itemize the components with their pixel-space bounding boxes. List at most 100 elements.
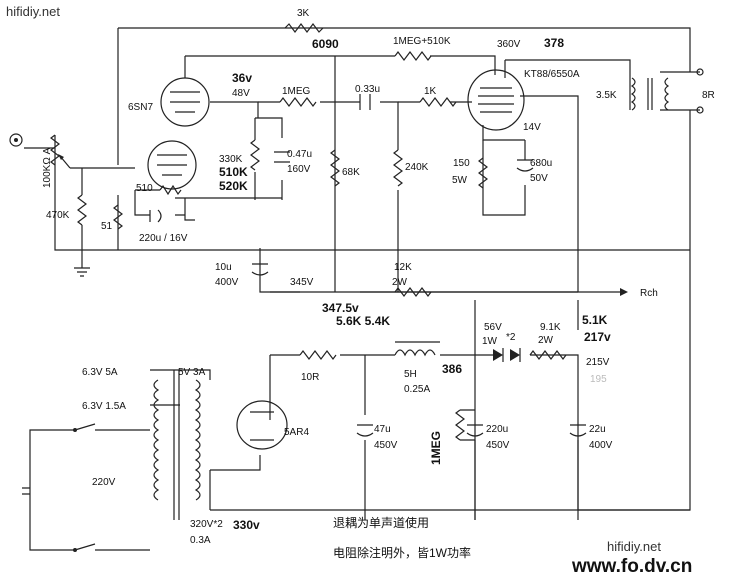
label-400v-a: 400V — [215, 277, 239, 288]
watermark-bottom-bold: www.fo.dv.cn — [571, 556, 692, 577]
resistor-1meg — [279, 97, 317, 107]
label-56v: 56V — [484, 322, 502, 333]
hand-330v: 330v — [233, 518, 260, 532]
label-12k: 12K — [394, 262, 412, 273]
resistor-150 — [478, 157, 488, 189]
tube-5ar4 — [236, 400, 288, 450]
label-470k: 470K — [46, 210, 70, 221]
resistor-330k — [250, 139, 260, 171]
capacitor-22u — [569, 424, 587, 437]
hand-195: 195 — [590, 374, 607, 385]
label-x2: *2 — [506, 332, 516, 343]
tube-kt88 — [467, 69, 525, 131]
tube-5ar4-label: 5AR4 — [284, 427, 309, 438]
label-5w: 5W — [452, 175, 468, 186]
capacitor-047u — [274, 151, 290, 163]
label-220u: 220u — [486, 424, 508, 435]
label-510: 510 — [136, 183, 153, 194]
output-transformer — [630, 68, 704, 114]
label-68k: 68K — [342, 167, 360, 178]
label-50v: 50V — [530, 173, 548, 184]
power-switch — [73, 423, 150, 552]
label-rch: Rch — [640, 288, 658, 299]
label-1meg-510k: 1MEG+510K — [393, 36, 451, 47]
resistor-51 — [113, 204, 123, 230]
label-14v: 14V — [523, 122, 541, 133]
label-9-1k: 9.1K — [540, 322, 561, 333]
capacitor-220u-16v — [149, 209, 162, 223]
hand-36v: 36v — [232, 71, 252, 85]
tube-6sn7-upper — [160, 77, 210, 127]
hand-386: 386 — [442, 362, 462, 376]
label-150: 150 — [453, 158, 470, 169]
resistor-3k — [284, 23, 324, 33]
label-330k: 330K — [219, 154, 243, 165]
capacitor-680u — [516, 159, 534, 172]
hand-6090: 6090 — [312, 37, 339, 51]
rch-arrow — [620, 288, 628, 296]
capacitor-47u — [356, 424, 374, 437]
label-680u: 680u — [530, 158, 552, 169]
watermark-bottom: hifidiy.net — [607, 539, 661, 554]
label-220u-16v: 220u / 16V — [139, 233, 188, 244]
label-5h: 5H — [404, 369, 417, 380]
label-1k: 1K — [424, 86, 437, 97]
label-345v: 345V — [290, 277, 314, 288]
label-6-3v-5a: 6.3V 5A — [82, 367, 118, 378]
hand-1meg: 1MEG — [429, 431, 443, 465]
label-51: 51 — [101, 221, 113, 232]
label-047u: 0.47u — [287, 149, 312, 160]
label-033u: 0.33u — [355, 84, 380, 95]
watermark-top: hifidiy.net — [6, 4, 60, 19]
label-22u: 22u — [589, 424, 606, 435]
tube-kt88-label: KT88/6550A — [524, 69, 580, 80]
resistor-1meg-510k — [394, 51, 432, 61]
label-400v-b: 400V — [589, 440, 613, 451]
label-47u: 47u — [374, 424, 391, 435]
label-215v: 215V — [586, 357, 610, 368]
label-0-25a: 0.25A — [404, 384, 430, 395]
label-2w-a: 2W — [392, 277, 408, 288]
label-240k: 240K — [405, 162, 429, 173]
note-line-2: 电阻除注明外，皆1W功率 — [333, 545, 471, 560]
hand-5-1k: 5.1K — [582, 313, 608, 327]
label-320v-x2: 320V*2 — [190, 519, 223, 530]
label-5v-3a: 5V 3A — [178, 367, 206, 378]
label-450v-b: 450V — [486, 440, 510, 451]
label-8r: 8R — [702, 90, 715, 101]
label-10u: 10u — [215, 262, 232, 273]
label-10r: 10R — [301, 372, 319, 383]
hand-347-5v: 347.5v — [322, 301, 359, 315]
resistor-1meg-bleeder — [455, 409, 465, 441]
label-2w-b: 2W — [538, 335, 554, 346]
label-450v-a: 450V — [374, 440, 398, 451]
mains-plug — [22, 487, 30, 495]
label-3-5k: 3.5K — [596, 90, 617, 101]
label-6-3v-1-5a: 6.3V 1.5A — [82, 401, 126, 412]
resistor-68k — [330, 149, 340, 187]
power-transformer — [153, 370, 201, 520]
hand-217v: 217v — [584, 330, 611, 344]
resistor-9-1k — [529, 350, 567, 360]
resistor-10r — [299, 350, 337, 360]
label-220v: 220V — [92, 477, 116, 488]
choke-5h — [394, 341, 440, 357]
potentiometer-100k — [50, 134, 60, 166]
label-1w: 1W — [482, 336, 498, 347]
diode-56v-pair — [493, 348, 521, 362]
hand-520k: 520K — [219, 179, 248, 193]
wires — [24, 27, 700, 551]
label-160v: 160V — [287, 164, 311, 175]
label-360v: 360V — [497, 39, 521, 50]
ground-symbol — [74, 267, 90, 277]
label-pot-100k: 100KΩ A — [42, 147, 53, 188]
resistor-12k — [394, 287, 432, 297]
note-line-1: 退耦为单声道使用 — [333, 515, 429, 530]
capacitor-033u — [359, 94, 371, 110]
hand-378: 378 — [544, 36, 564, 50]
label-3k: 3K — [297, 8, 310, 19]
input-jack — [9, 133, 23, 147]
components — [9, 23, 704, 552]
label-0-3a: 0.3A — [190, 535, 211, 546]
